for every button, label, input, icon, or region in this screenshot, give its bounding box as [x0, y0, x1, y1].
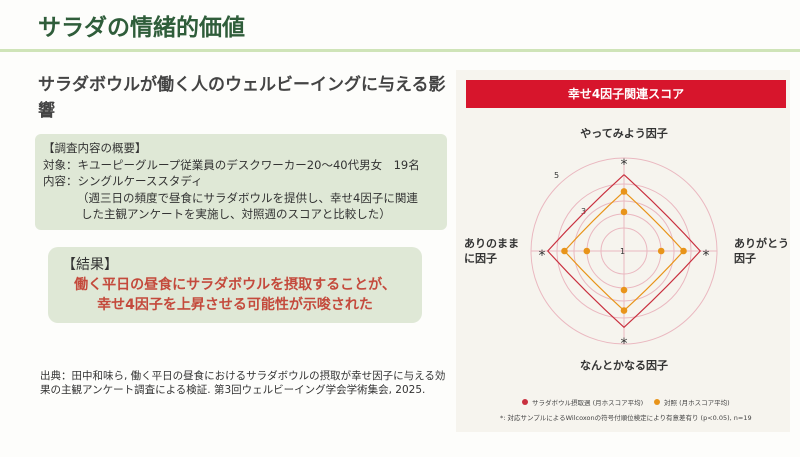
- data-point: [561, 247, 568, 255]
- series-salad-line: [546, 174, 702, 329]
- legend-dot-control: [654, 399, 660, 405]
- data-point: [620, 307, 628, 314]
- chart-title: 幸せ4因子関連スコア: [466, 80, 786, 108]
- significance-marker: *: [703, 248, 710, 264]
- survey-summary-box: 【調査内容の概要】 対象：キユーピーグループ従業員のデスクワーカー20～40代男…: [35, 134, 447, 230]
- ring-label: 5: [554, 171, 559, 180]
- result-line-1: 働く平日の昼食にサラダボウルを摂取することが、: [74, 277, 396, 293]
- chart-footnote: *: 対応サンプルによるWilcoxonの符号付順位検定により有意差有り (p<…: [500, 414, 752, 422]
- legend-item-control: 対照 (月ホスコア平均): [654, 397, 730, 407]
- survey-target: 対象：キユーピーグループ従業員のデスクワーカー20～40代男女 19名: [43, 157, 420, 172]
- page-title: サラダの情緒的価値: [38, 15, 245, 41]
- data-point: [680, 247, 687, 255]
- title-divider: [0, 49, 800, 52]
- legend-label-salad: サラダボウル摂取週 (月ホスコア平均): [532, 399, 644, 407]
- result-line-2: 幸せ4因子を上昇させる可能性が示唆された: [97, 297, 373, 313]
- source-citation: 出典：田中和味ら, 働く平日の昼食におけるサラダボウルの摂取が幸せ因子に与える効…: [40, 370, 446, 396]
- legend-label-control: 対照 (月ホスコア平均): [664, 399, 730, 407]
- subtitle: サラダボウルが働く人のウェルビーイングに与える影響: [38, 75, 446, 121]
- ring-label: 1: [620, 247, 625, 256]
- axis-label: ありがとう: [734, 236, 789, 250]
- axis-label: なんとかなる因子: [580, 359, 668, 372]
- axis-label: ありのまま: [464, 237, 519, 250]
- legend-dot-salad: [522, 399, 528, 405]
- significance-marker: *: [621, 157, 628, 173]
- survey-detail-2: した主観アンケートを実施し、対照週のスコアと比較した）: [81, 207, 391, 221]
- survey-content: 内容：シングルケーススタディ: [43, 174, 203, 188]
- legend-item-salad: サラダボウル摂取週 (月ホスコア平均): [522, 397, 643, 407]
- survey-detail-1: （週三日の頻度で昼食にサラダボウルを提供し、幸せ4因子に関連: [77, 190, 418, 205]
- survey-heading: 【調査内容の概要】: [43, 141, 147, 155]
- axis-label: に因子: [464, 252, 497, 265]
- data-point: [583, 247, 591, 255]
- data-point: [620, 286, 628, 294]
- significance-marker: *: [539, 248, 546, 264]
- axis-label: やってみよう因子: [580, 127, 667, 140]
- data-point: [620, 208, 628, 216]
- data-point: [620, 188, 628, 195]
- result-heading: 【結果】: [62, 257, 118, 273]
- axis-label: 因子: [734, 252, 756, 265]
- ring-label: 3: [581, 207, 586, 216]
- significance-marker: *: [621, 336, 628, 352]
- result-box: 【結果】 働く平日の昼食にサラダボウルを摂取することが、 幸せ4因子を上昇させる…: [48, 247, 422, 323]
- data-point: [657, 247, 665, 255]
